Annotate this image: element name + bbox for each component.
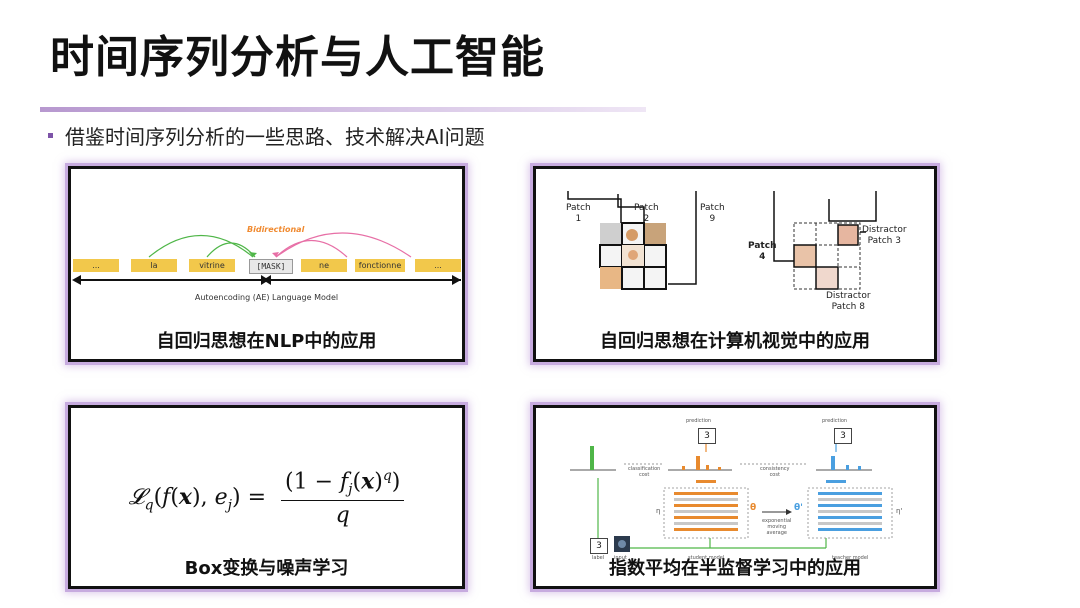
vision-diagram xyxy=(567,191,877,290)
teacher-model-label: teacher model xyxy=(832,555,869,561)
distractor-3-label: Distractor Patch 3 xyxy=(862,225,907,246)
label-value: 3 xyxy=(590,538,608,554)
patch-1-label: Patch 1 xyxy=(566,203,591,224)
panel-ema: prediction prediction 3 3 classification… xyxy=(533,405,937,589)
input-caption: input xyxy=(614,555,627,561)
title-underline xyxy=(40,107,646,112)
nlp-diagram xyxy=(72,232,461,285)
panel-caption-ema: 指数平均在半监督学习中的应用 xyxy=(609,558,861,579)
patch-2-label: Patch 2 xyxy=(634,203,659,224)
ae-model-label: Autoencoding (AE) Language Model xyxy=(194,293,339,302)
slide-title: 时间序列分析与人工智能 xyxy=(50,32,545,83)
ema-label: exponential moving average xyxy=(762,518,792,536)
bidirectional-label: Bidirectional xyxy=(247,225,305,234)
bullet-square-icon xyxy=(48,132,53,138)
label-caption: label xyxy=(592,555,605,561)
panel-nlp: Bidirectional ... la vitrine [MASK] ne f… xyxy=(68,166,465,362)
panel-vision: Patch 1 Patch 2 Patch 9 Patch 4 Distract… xyxy=(533,166,937,362)
panel-caption-nlp: 自回归思想在NLP中的应用 xyxy=(156,331,377,352)
loss-formula: 𝓛q(f(x), ej) = (1 − fj(x)q) q xyxy=(71,468,462,528)
patch-4-label: Patch 4 xyxy=(748,241,777,262)
theta-label: θ xyxy=(750,503,757,513)
bullet-item: 借鉴时间序列分析的一些思路、技术解决AI问题 xyxy=(48,120,485,150)
mean-teacher-diagram xyxy=(570,440,893,552)
token: vitrine xyxy=(189,259,235,272)
consistency-cost-label: consistency cost xyxy=(760,466,790,478)
panel-noise: 𝓛q(f(x), ej) = (1 − fj(x)q) q Box变换与噪声学习 xyxy=(68,405,465,589)
theta-prime-label: θ' xyxy=(794,503,803,513)
token: la xyxy=(131,259,177,272)
patch-9-label: Patch 9 xyxy=(700,203,725,224)
token: ... xyxy=(73,259,119,272)
eta-right-label: η' xyxy=(896,507,903,515)
student-model-label: student model xyxy=(688,555,725,561)
prediction-right-label: prediction xyxy=(822,418,848,424)
classification-cost-label: classification cost xyxy=(628,466,661,478)
token-mask: [MASK] xyxy=(249,259,293,274)
distractor-8-label: Distractor Patch 8 xyxy=(826,291,871,312)
token: ne xyxy=(301,259,347,272)
eta-left-label: η xyxy=(656,507,661,515)
prediction-left-value: 3 xyxy=(698,428,716,444)
panel-caption-vision: 自回归思想在计算机视觉中的应用 xyxy=(600,331,870,352)
token: ... xyxy=(415,259,461,272)
bullet-text: 借鉴时间序列分析的一些思路、技术解决AI问题 xyxy=(65,124,485,149)
prediction-right-value: 3 xyxy=(834,428,852,444)
token: fonctionne xyxy=(355,259,405,272)
prediction-left-label: prediction xyxy=(686,418,712,424)
panel-caption-noise: Box变换与噪声学习 xyxy=(184,558,349,579)
